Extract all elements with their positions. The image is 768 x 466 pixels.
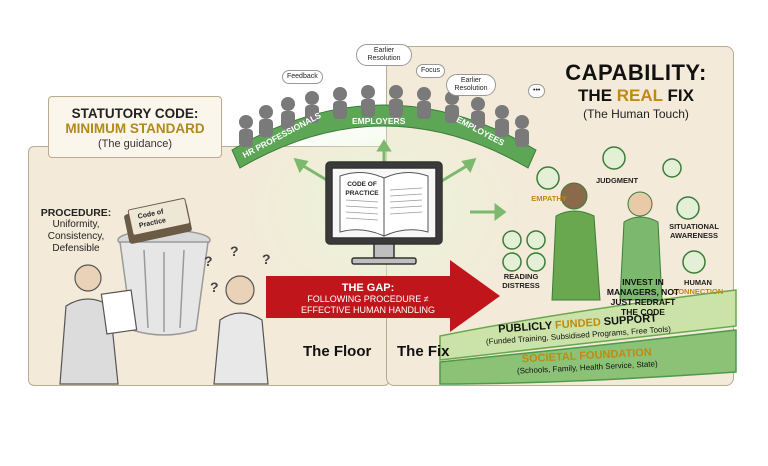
empathy-icon [536, 166, 560, 190]
cloud-earlier-resolution-2: Earlier Resolution [446, 74, 496, 96]
cloud-feedback: Feedback [282, 70, 323, 84]
procedure-label: PROCEDURE: Uniformity, Consistency, Defe… [40, 207, 112, 254]
fix-label: The Fix [397, 343, 450, 360]
floor-label: The Floor [303, 343, 372, 360]
crowd-figures [239, 85, 529, 147]
judgment-icon [602, 146, 626, 170]
statutory-code-title: STATUTORY CODE: [71, 106, 199, 121]
cloud-earlier-resolution-1: Earlier Resolution [356, 44, 412, 66]
skill-icons [502, 146, 706, 274]
code-book-binned [124, 197, 192, 244]
capability-title: CAPABILITY: [565, 60, 707, 85]
distressed-figure [213, 275, 269, 385]
monitor-arrows [293, 139, 507, 221]
human-connection-icon [682, 250, 706, 274]
gap-arrow [266, 260, 500, 332]
statutory-code-box: STATUTORY CODE: MINIMUM STANDARD (The gu… [48, 96, 222, 158]
reading-distress-icon [502, 230, 522, 250]
societal-arc [439, 329, 737, 385]
handshake-figures [551, 182, 663, 301]
situational-awareness-icon [676, 196, 700, 220]
cloud-ellipsis: ••• [528, 84, 546, 98]
judgment-label: JUDGMENT [595, 176, 639, 185]
open-book [339, 172, 429, 237]
svg-text:?: ? [210, 279, 219, 295]
manager-figure [59, 264, 138, 385]
head-icon [662, 158, 682, 178]
question-marks: ???? [204, 243, 271, 295]
minimum-standard: MINIMUM STANDARD [65, 121, 205, 136]
empathy-label: EMPATHY [531, 194, 567, 203]
human-touch-note: (The Human Touch) [583, 107, 689, 121]
gap-label: THE GAP: FOLLOWING PROCEDURE ≠ EFFECTIVE… [300, 282, 435, 316]
guidance-note: (The guidance) [98, 138, 172, 150]
svg-text:?: ? [262, 251, 271, 267]
cloud-focus: Focus [416, 64, 446, 78]
svg-text:?: ? [204, 253, 213, 269]
svg-text:?: ? [230, 243, 239, 259]
banner-employers: EMPLOYERS [352, 116, 406, 126]
public-support-arc [439, 289, 737, 361]
real-fix-subtitle: THE REAL FIX [578, 86, 694, 105]
